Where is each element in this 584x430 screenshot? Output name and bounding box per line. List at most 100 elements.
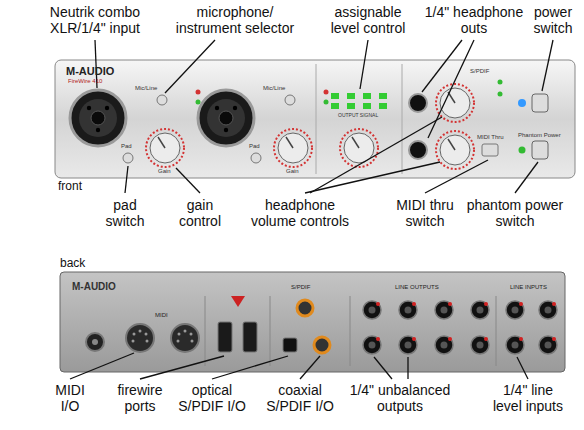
callout-label: headphone volume controls — [246, 197, 354, 229]
leader-lines-part — [70, 353, 134, 379]
line-outputs-part — [363, 301, 381, 319]
headphone-section-part — [532, 94, 548, 112]
callout-label: 1/4" unbalanced outputs — [345, 382, 455, 414]
callout-label: 1/4" line level inputs — [490, 382, 566, 414]
midi-ports-part — [145, 333, 148, 336]
model-lettering: FireWire 410 — [68, 78, 102, 85]
midi-ports-part — [177, 340, 180, 343]
leader-lines-part — [517, 357, 528, 379]
view-caption: back — [60, 257, 85, 271]
panel-lettering: Mic/Line — [263, 85, 285, 92]
level-knob-part — [340, 129, 378, 167]
front-panel — [55, 60, 575, 178]
leader-lines-part — [310, 117, 442, 193]
midi-ports-part — [132, 340, 135, 343]
callout-label: gain control — [173, 197, 228, 229]
headphone-section-part — [518, 99, 526, 107]
headphone-section-part — [482, 144, 498, 156]
line-inputs-part — [539, 336, 557, 354]
headphone-section-part — [448, 139, 455, 150]
panel-lettering: Gain — [158, 168, 171, 175]
panel-lettering: Pad — [121, 143, 132, 150]
signal-leds-part — [347, 93, 355, 99]
brand-lettering: M-AUDIO — [72, 281, 116, 293]
back-panel-part — [86, 333, 104, 351]
signal-leds-part — [363, 103, 371, 109]
callout-label: power switch — [526, 4, 581, 36]
firewire-ports-part — [218, 322, 232, 352]
line-inputs-part — [506, 336, 524, 354]
line-inputs-part — [506, 301, 524, 319]
spdif-ports-part — [314, 337, 330, 353]
brand-lettering: M-AUDIO — [66, 65, 114, 78]
leader-lines-part — [125, 166, 128, 193]
line-outputs-part — [399, 301, 417, 319]
callout-label: coaxial S/PDIF I/O — [260, 382, 340, 414]
spdif-ports-part — [283, 338, 297, 352]
midi-ports-part — [139, 330, 142, 333]
line-outputs-part — [399, 336, 417, 354]
level-knob-part — [352, 137, 359, 148]
headphone-section-part — [436, 84, 474, 122]
panel-lettering: Pad — [249, 143, 260, 150]
leader-lines-part — [425, 160, 488, 193]
back-panel-part — [60, 272, 565, 372]
leader-lines-part — [407, 357, 408, 379]
line-outputs-part — [435, 336, 453, 354]
leader-lines-part — [165, 40, 215, 93]
front-panel-part — [55, 60, 575, 178]
firewire-ports — [218, 296, 257, 352]
callout-label: Neutrik combo XLR/1/4" input — [40, 4, 150, 36]
panel-lettering: Gain — [286, 168, 299, 175]
view-caption: front — [58, 180, 82, 194]
headphone-section-part — [409, 94, 427, 112]
panel-lettering: MIDI Thru — [477, 134, 504, 141]
front-panel-part — [70, 90, 201, 168]
midi-ports-part — [191, 340, 194, 343]
firewire-ports-part — [231, 296, 245, 307]
midi-ports-part — [190, 333, 193, 336]
signal-leds-part — [331, 103, 339, 109]
panel-lettering: Mic/Line — [135, 85, 157, 92]
front-panel-part — [198, 90, 329, 168]
callout-label: firewire ports — [110, 382, 170, 414]
signal-leds-part — [379, 103, 387, 109]
spdif-ports-part — [297, 300, 313, 316]
back-panel-part — [270, 296, 271, 366]
back-panel-part — [205, 296, 206, 366]
callout-label: microphone/ instrument selector — [169, 4, 301, 36]
midi-ports-part — [171, 324, 199, 352]
line-outputs-part — [471, 301, 489, 319]
leader-lines-part — [360, 40, 368, 89]
midi-ports-part — [184, 330, 187, 333]
signal-leds-part — [347, 103, 355, 109]
callout-label: assignable level control — [324, 4, 412, 36]
callout-label: optical S/PDIF I/O — [172, 382, 252, 414]
panel-lettering: S/PDIF — [291, 284, 310, 291]
panel-lettering: Phantom Power — [518, 132, 561, 139]
front-panel-part — [316, 64, 317, 174]
leader-lines-part — [428, 40, 474, 138]
line-outputs-part — [435, 301, 453, 319]
midi-ports — [126, 324, 199, 352]
midi-ports-part — [126, 324, 154, 352]
leader-lines-part — [212, 356, 288, 379]
leader-lines-part — [422, 40, 462, 92]
level-knob — [340, 129, 378, 167]
back-panel-part — [92, 339, 98, 345]
leader-lines-part — [515, 162, 538, 193]
signal-leds — [331, 93, 387, 109]
headphone-section-part — [409, 141, 427, 159]
headphone-section-part — [436, 131, 474, 169]
panel-lettering: OUTPUT SIGNAL — [338, 113, 378, 119]
leader-lines-part — [542, 40, 553, 91]
line-outputs-part — [471, 336, 489, 354]
back-panel-part — [496, 296, 497, 366]
signal-leds-part — [363, 93, 371, 99]
headphone-section-part — [498, 92, 503, 97]
line-outputs — [363, 301, 489, 354]
line-inputs — [506, 301, 557, 354]
leader-lines-part — [140, 356, 224, 379]
headphone-section-part — [498, 80, 503, 85]
